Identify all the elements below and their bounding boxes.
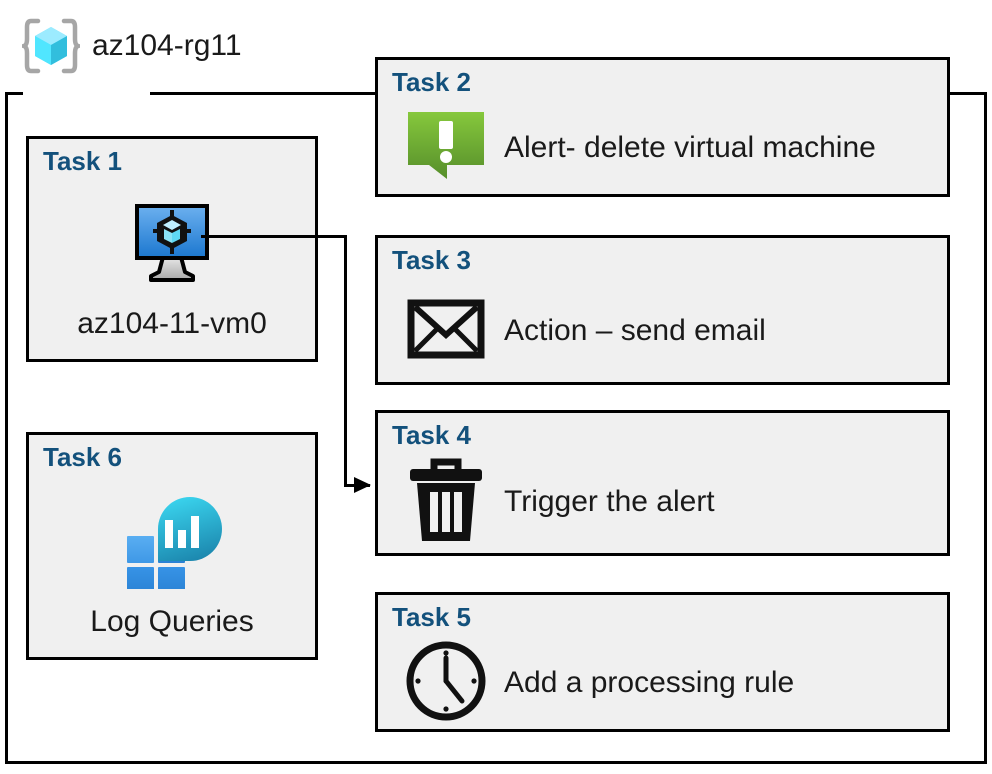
connector-segment-vertical: [344, 235, 347, 487]
task-icon-slot: [400, 291, 492, 371]
task-caption: Log Queries: [90, 605, 254, 638]
task-icon-slot: [400, 639, 492, 727]
alert-callout-icon: [405, 107, 487, 190]
task-content-row: Alert- delete virtual machine: [400, 108, 933, 188]
resource-group-border-top-left: [5, 92, 23, 95]
clock-icon: [404, 639, 488, 728]
log-analytics-icon: [120, 489, 224, 594]
connector-segment-horizontal-top: [201, 235, 347, 238]
task-title: Task 6: [43, 442, 123, 472]
resource-group-name: az104-rg11: [92, 29, 242, 62]
task-card-task-5[interactable]: Task 5 Add a processing rule: [375, 592, 950, 732]
task-icon-slot: [400, 108, 492, 188]
task-card-task-1[interactable]: Task 1: [26, 136, 318, 362]
task-card-task-3[interactable]: Task 3 Action – send email: [375, 235, 950, 385]
task-caption: Alert- delete virtual machine: [504, 131, 876, 164]
task-caption: Action – send email: [504, 314, 766, 347]
task-icon-slot: [29, 197, 315, 293]
task-icon-slot: [29, 489, 315, 594]
resource-group-header: az104-rg11: [16, 6, 242, 86]
resource-group-border-bottom: [5, 761, 987, 764]
task-content-row: Trigger the alert: [400, 457, 933, 547]
task-title: Task 2: [392, 67, 472, 97]
resource-group-border-right: [984, 92, 987, 764]
task-content-row: Add a processing rule: [400, 641, 933, 723]
task-title: Task 3: [392, 245, 472, 275]
task-caption: Trigger the alert: [504, 485, 715, 518]
task-caption: az104-11-vm0: [77, 307, 267, 340]
virtual-machine-icon: [129, 202, 215, 289]
envelope-icon: [407, 298, 485, 365]
resource-group-cube-icon: [16, 17, 86, 75]
connector-arrowhead-icon: [354, 477, 371, 493]
task-card-task-6[interactable]: Task 6: [26, 432, 318, 660]
task-card-task-2[interactable]: Task 2: [375, 57, 950, 197]
task-title: Task 4: [392, 420, 472, 450]
task-card-task-4[interactable]: Task 4 Trigger the: [375, 410, 950, 556]
task-title: Task 5: [392, 602, 472, 632]
trash-can-icon: [406, 455, 486, 550]
task-content-row: Action – send email: [400, 286, 933, 376]
task-icon-slot: [400, 456, 492, 548]
resource-group-border-left: [5, 92, 8, 764]
task-title: Task 1: [43, 146, 123, 176]
task-caption: Add a processing rule: [504, 666, 795, 699]
